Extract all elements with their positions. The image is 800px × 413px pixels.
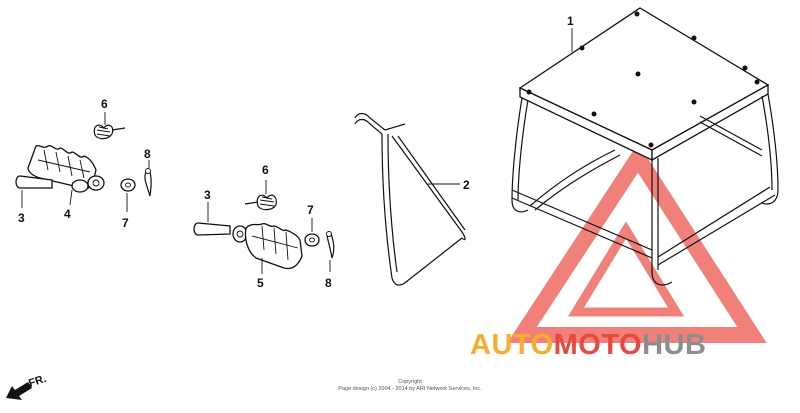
watermark-moto: MOTO	[553, 329, 643, 361]
copyright-title: Copyright	[398, 379, 422, 385]
callout-5: 5	[257, 276, 264, 290]
pin-left: 3	[15, 175, 53, 225]
cotter-pin-left: 8	[144, 147, 152, 197]
side-stand: 2	[354, 112, 470, 286]
callout-1: 1	[567, 14, 574, 28]
direction-arrow-icon	[6, 382, 32, 400]
stand-bolts	[526, 11, 760, 148]
left-footpeg-assembly: 6 4 3 7 8	[15, 97, 152, 230]
callout-7b: 7	[307, 203, 314, 217]
pin-right: 3	[193, 188, 231, 236]
callout-2: 2	[463, 178, 470, 192]
callout-3b: 3	[204, 188, 211, 202]
washer-left: 7	[120, 178, 136, 230]
callout-8a: 8	[144, 147, 151, 161]
callout-7a: 7	[122, 216, 129, 230]
spring-right: 6	[244, 163, 277, 211]
front-direction-indicator: FR.	[6, 373, 48, 400]
callout-3a: 3	[18, 211, 25, 225]
callout-6b: 6	[262, 163, 269, 177]
copyright-notice: Page design (c) 2004 - 2014 by ARI Netwo…	[338, 386, 482, 392]
watermark-logo: AUTOMOTOHUB	[470, 329, 706, 362]
washer-right: 7	[304, 203, 320, 247]
callout-6a: 6	[101, 97, 108, 111]
callout-4: 4	[64, 207, 71, 221]
watermark-triangle	[507, 143, 767, 343]
work-stand: 1	[511, 7, 779, 286]
watermark-hub: HUB	[642, 329, 707, 361]
footpeg-left: 4	[27, 144, 105, 221]
cotter-pin-right: 8	[325, 231, 335, 290]
footpeg-right: 5	[232, 222, 303, 290]
direction-label: FR.	[27, 373, 48, 390]
spring-left: 6	[93, 97, 126, 140]
callout-8b: 8	[325, 276, 332, 290]
right-footpeg-assembly: 6 3 5 7 8	[193, 163, 335, 290]
watermark-auto: AUTO	[470, 329, 554, 361]
